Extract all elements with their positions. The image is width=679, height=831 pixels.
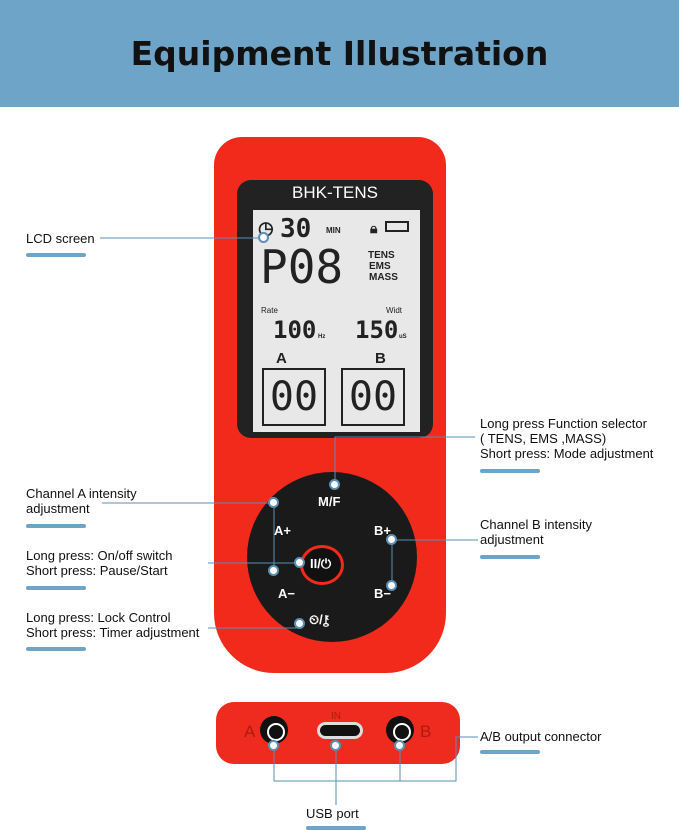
callout-dot — [294, 557, 305, 568]
port-in-label: IN — [331, 711, 341, 722]
label-underline — [480, 555, 540, 559]
label-line: Channel A intensity — [26, 486, 137, 501]
width-value: 150 — [355, 316, 399, 344]
rate-label: Rate — [261, 306, 278, 315]
a-minus-button[interactable]: A− — [278, 586, 295, 601]
label-line: adjustment — [480, 532, 544, 547]
label-underline — [26, 647, 86, 651]
rate-value: 100 — [273, 316, 317, 344]
label-underline — [26, 253, 86, 257]
label-channel-a: Channel A intensity adjustment — [26, 486, 137, 516]
label-underline — [480, 750, 540, 754]
lock-icon: 🔒︎ — [370, 220, 378, 236]
callout-dot — [258, 232, 269, 243]
callout-dot — [330, 740, 341, 751]
timer-unit: MIN — [326, 226, 341, 235]
label-underline — [26, 524, 86, 528]
channel-b-value: 00 — [341, 368, 405, 426]
mode-ems: EMS — [369, 261, 391, 272]
label-line: Long press: Lock Control — [26, 610, 171, 625]
page-title: Equipment Illustration — [130, 34, 549, 73]
rate-unit: Hz — [318, 334, 326, 340]
callout-dot — [386, 580, 397, 591]
timer-value: 30 — [280, 214, 312, 244]
b-plus-button[interactable]: B+ — [374, 523, 391, 538]
a-plus-button[interactable]: A+ — [274, 523, 291, 538]
channel-b-label: B — [375, 350, 386, 367]
label-output-connector: A/B output connector — [480, 729, 602, 744]
width-label: Widt — [386, 306, 402, 315]
label-line: Short press: Mode adjustment — [480, 446, 654, 461]
header-banner: Equipment Illustration — [0, 0, 679, 107]
label-line: Short press: Timer adjustment — [26, 625, 200, 640]
label-channel-b: Channel B intensity adjustment — [480, 517, 592, 547]
label-function-selector: Long press Function selector ( TENS, EMS… — [480, 416, 653, 461]
callout-dot — [386, 534, 397, 545]
label-line: Long press Function selector — [480, 416, 647, 431]
b-minus-button[interactable]: B− — [374, 586, 391, 601]
channel-a-value: 00 — [262, 368, 326, 426]
label-line: Short press: Pause/Start — [26, 563, 168, 578]
label-usb-port: USB port — [306, 806, 359, 821]
usb-port — [317, 722, 363, 739]
battery-icon — [385, 221, 409, 232]
callout-dot — [268, 497, 279, 508]
mode-function-button[interactable]: M/F — [318, 494, 341, 509]
mode-mass: MASS — [369, 272, 398, 283]
label-underline — [480, 469, 540, 473]
label-lcd-screen: LCD screen — [26, 231, 95, 246]
program-value: P08 — [260, 240, 344, 294]
callout-dot — [329, 479, 340, 490]
timer-lock-button[interactable]: ⏲/⚷ — [309, 612, 330, 627]
label-line: Long press: On/off switch — [26, 548, 173, 563]
callout-dot — [268, 565, 279, 576]
output-jack-b — [386, 716, 414, 744]
power-button-label: II/⏻ — [310, 556, 332, 571]
callout-dot — [294, 618, 305, 629]
port-a-label: A — [244, 722, 256, 741]
channel-a-label: A — [276, 350, 287, 367]
label-underline — [306, 826, 366, 830]
label-lock-timer: Long press: Lock Control Short press: Ti… — [26, 610, 199, 640]
lcd-screen — [253, 210, 420, 432]
label-line: ( TENS, EMS ,MASS) — [480, 431, 607, 446]
label-underline — [26, 586, 86, 590]
brand-label: BHK-TENS — [292, 183, 378, 202]
mode-tens: TENS — [368, 250, 395, 261]
width-unit: uS — [399, 334, 407, 340]
label-line: Channel B intensity — [480, 517, 593, 532]
callout-dot — [268, 740, 279, 751]
label-power: Long press: On/off switch Short press: P… — [26, 548, 172, 578]
callout-dot — [394, 740, 405, 751]
port-b-label: B — [420, 722, 432, 741]
label-line: adjustment — [26, 501, 90, 516]
